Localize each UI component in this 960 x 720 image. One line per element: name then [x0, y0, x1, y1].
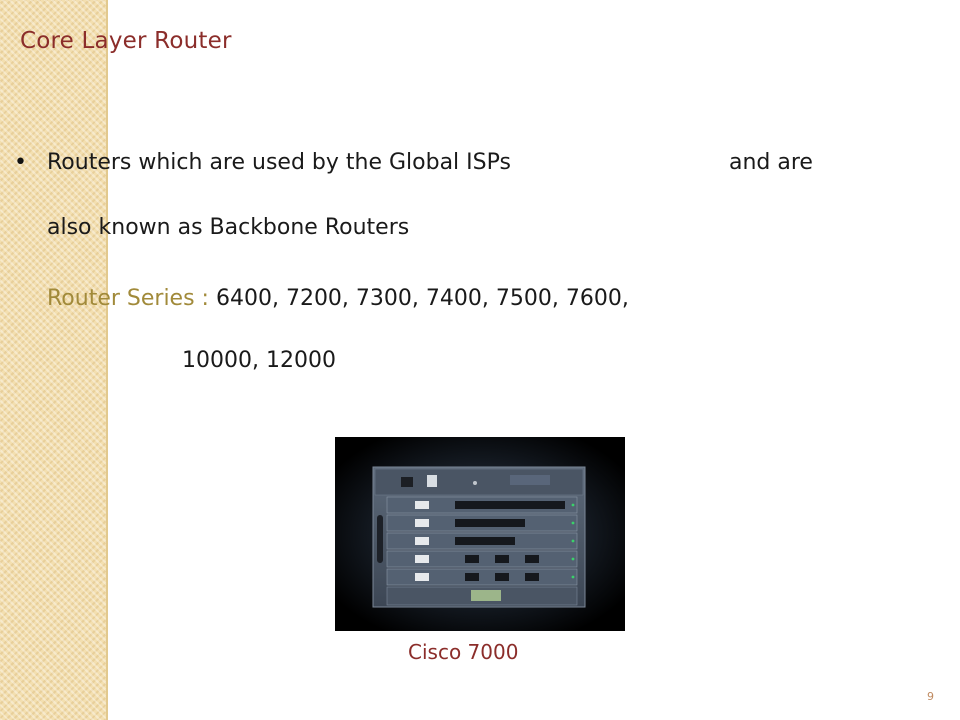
- bullet-marker: •: [14, 150, 27, 175]
- decorative-side-band: [0, 0, 106, 720]
- slide-title: Core Layer Router: [20, 28, 232, 54]
- bullet-text-part2: and are: [729, 150, 813, 175]
- router-series-values-cont: 10000, 12000: [182, 348, 336, 373]
- router-series-line: Router Series : 6400, 7200, 7300, 7400, …: [47, 286, 629, 311]
- cisco-router-image: [335, 437, 625, 631]
- bullet-text-part1: Routers which are used by the Global ISP…: [47, 150, 511, 175]
- router-series-values: 6400, 7200, 7300, 7400, 7500, 7600,: [215, 286, 629, 311]
- router-series-label: Router Series :: [47, 286, 209, 311]
- router-illustration: [335, 437, 625, 631]
- page-number: 9: [927, 690, 934, 703]
- bullet-text-line2: also known as Backbone Routers: [47, 215, 410, 240]
- image-caption: Cisco 7000: [408, 640, 519, 664]
- side-band-edge: [106, 0, 108, 720]
